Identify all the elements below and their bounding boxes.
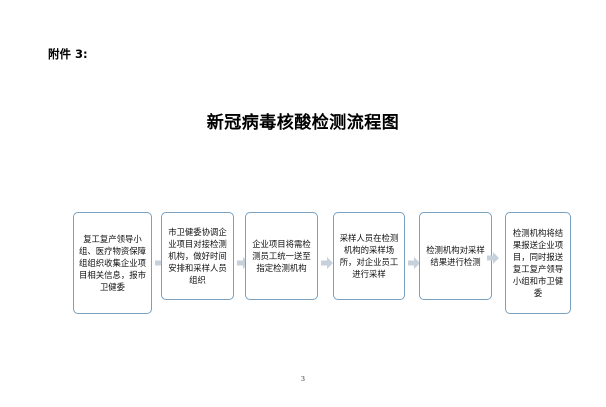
flow-step-2-text: 市卫健委协调企业项目对接检测机构，做好时间安排和采样人员组织: [168, 227, 227, 285]
flow-step-1: 复工复产领导小组、医疗物资保障组组织收集企业项目相关信息，报市卫健委: [73, 212, 152, 314]
arrow-right-icon: [321, 257, 333, 269]
flow-step-3-text: 企业项目将需检测员工统一送至指定检测机构: [252, 239, 311, 273]
flow-step-6: 检测机构将结果报送企业项目，同时报送复工复产领导小组和市卫健委: [505, 212, 571, 314]
attachment-label: 附件 3:: [48, 47, 88, 61]
page-title: 新冠病毒核酸检测流程图: [206, 113, 400, 133]
arrow-right-icon: [408, 257, 420, 269]
flow-step-3: 企业项目将需检测员工统一送至指定检测机构: [245, 212, 318, 300]
flow-step-2: 市卫健委协调企业项目对接检测机构，做好时间安排和采样人员组织: [161, 212, 234, 300]
page-number: 3: [300, 375, 306, 383]
flow-step-4: 采样人员在检测机构的采样场所，对企业员工进行采样: [333, 212, 405, 300]
flow-step-5-text: 检测机构对采样结果进行检测: [426, 245, 485, 267]
flow-step-4-text: 采样人员在检测机构的采样场所，对企业员工进行采样: [339, 233, 399, 279]
flow-step-5: 检测机构对采样结果进行检测: [419, 212, 492, 300]
arrow-right-icon: [487, 252, 499, 264]
flow-step-1-text: 复工复产领导小组、医疗物资保障组组织收集企业项目相关信息，报市卫健委: [79, 234, 146, 292]
flow-step-6-text: 检测机构将结果报送企业项目，同时报送复工复产领导小组和市卫健委: [512, 228, 564, 298]
